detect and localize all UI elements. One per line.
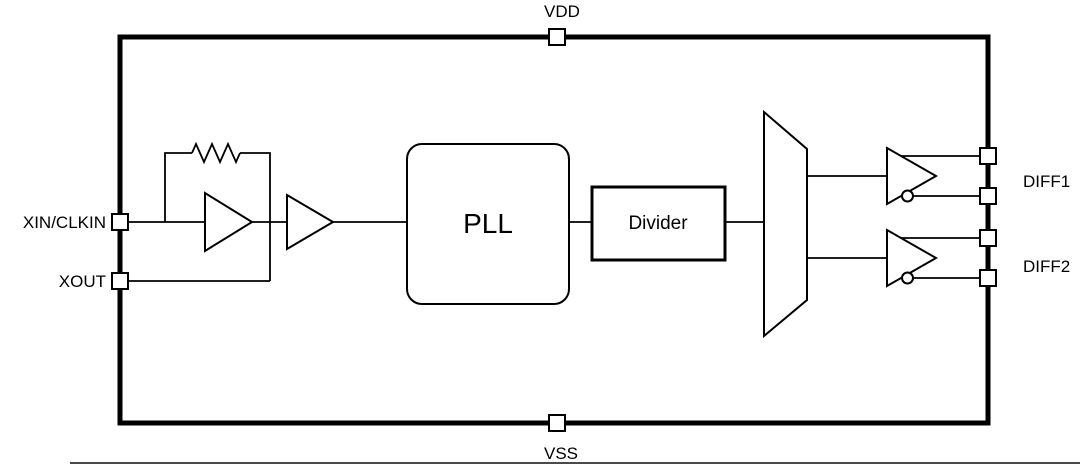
label-vdd: VDD [544,2,580,21]
pad-xin-clkin [111,213,129,231]
feedback-resistor-icon [191,141,241,165]
label-vss: VSS [544,444,578,463]
label-diff1: DIFF1 [1023,172,1070,191]
divider-block [590,185,727,262]
input-buffer-icon [286,193,335,251]
diff2-inverting-bubble-icon [901,271,914,285]
diff1-buffer-icon [886,146,939,206]
oscillator-amplifier-icon [204,191,254,253]
pad-vss [548,414,566,432]
label-diff2: DIFF2 [1023,257,1070,276]
feedback-left-wire [164,152,192,222]
divider-label: Divider [628,213,688,234]
diff1-inverting-bubble-icon [901,189,914,203]
pad-diff1-n [979,187,997,205]
feedback-right-wire [240,152,271,281]
pad-diff2-p [979,229,997,247]
pll-label: PLL [463,208,513,239]
pll-block [406,143,570,305]
pad-xout [111,272,129,290]
pad-vdd [548,28,566,46]
pad-diff2-n [979,269,997,287]
label-xout: XOUT [59,272,106,291]
pad-diff1-p [979,147,997,165]
label-xin-clkin: XIN/CLKIN [23,213,106,232]
diff2-buffer-icon [886,228,939,288]
output-mux-icon [763,109,808,339]
